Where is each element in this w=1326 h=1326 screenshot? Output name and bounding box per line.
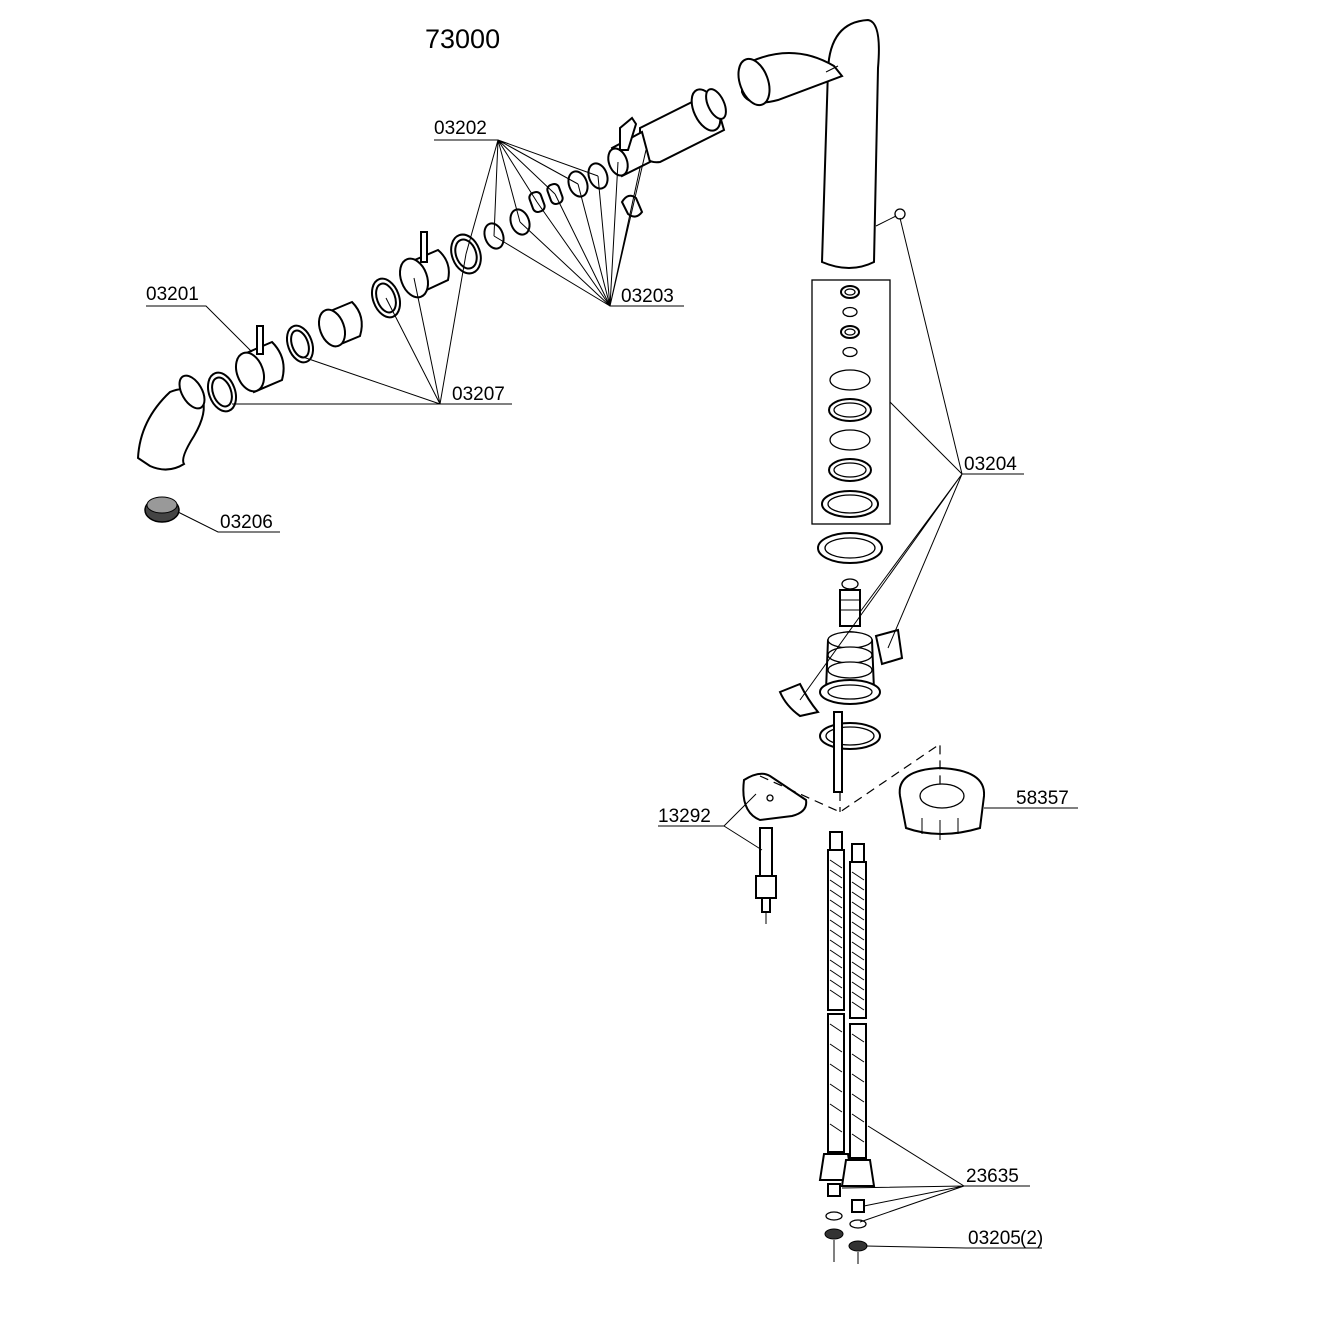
label-03201: 03201 <box>146 284 199 305</box>
assembly-guide-lines <box>759 742 941 813</box>
label-03206: 03206 <box>220 512 273 533</box>
mounting-plate <box>742 772 808 913</box>
valve-body-stack <box>778 532 904 793</box>
seal-kit-box <box>811 279 891 525</box>
label-03205-quantity: (2) <box>1020 1228 1043 1249</box>
label-58357: 58357 <box>1016 788 1069 809</box>
label-13292: 13292 <box>658 806 711 827</box>
label-03204: 03204 <box>964 454 1017 475</box>
supply-hose-right <box>840 843 876 1252</box>
label-03202: 03202 <box>434 118 487 139</box>
fixing-nut <box>898 766 986 840</box>
label-23635: 23635 <box>966 1166 1019 1187</box>
spout-body <box>737 18 906 269</box>
label-03205: 03205 <box>968 1228 1021 1249</box>
label-03207: 03207 <box>452 384 505 405</box>
aerator <box>144 496 180 523</box>
spout-elbow <box>136 374 206 471</box>
handle-assembly <box>206 231 450 413</box>
handle-ring-set <box>450 162 609 275</box>
label-03203: 03203 <box>621 286 674 307</box>
model-number: 73000 <box>425 24 500 54</box>
leader-lines <box>146 139 1078 1264</box>
cartridge <box>607 88 727 218</box>
